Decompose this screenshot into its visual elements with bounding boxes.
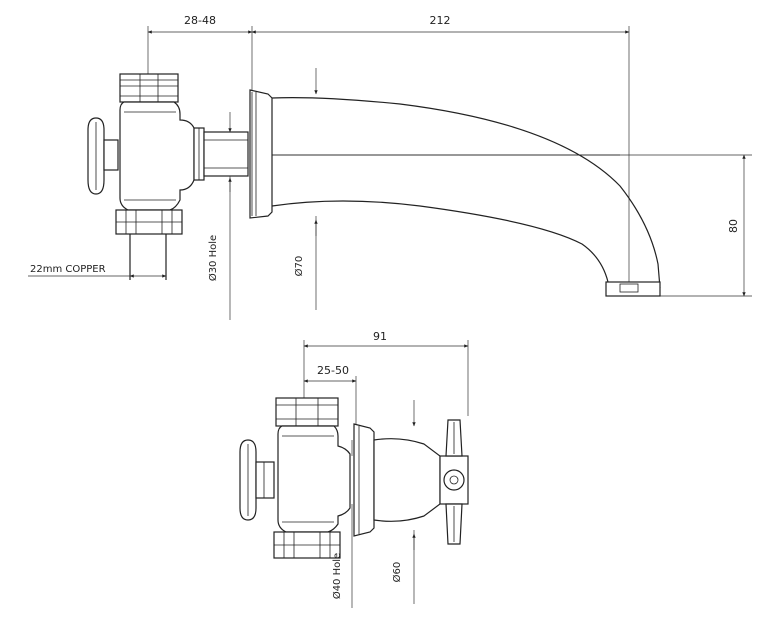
valve-assembly: 91 25-50 bbox=[239, 330, 469, 608]
spout-stem bbox=[203, 131, 249, 177]
spout-bottom-nut bbox=[115, 209, 183, 235]
callout-spout-flange: Ø70 bbox=[293, 68, 318, 310]
dim-valve-overall-text: 91 bbox=[373, 330, 387, 343]
dim-spout-wall-range: 28-48 bbox=[147, 14, 253, 92]
spout-handle bbox=[87, 117, 119, 195]
spout-arm bbox=[271, 97, 661, 297]
dim-valve-wall-range: 25-50 bbox=[303, 364, 357, 424]
label-valve-flange: Ø60 bbox=[391, 562, 403, 583]
spout-valve-body bbox=[119, 101, 205, 211]
dim-spout-projection-text: 212 bbox=[430, 14, 451, 27]
label-valve-hole: Ø40 Hole bbox=[331, 553, 343, 599]
spout-top-nut bbox=[119, 73, 179, 103]
label-copper-pipe: 22mm COPPER bbox=[30, 264, 106, 275]
valve-bottom-nut bbox=[273, 531, 341, 559]
spout-copper-pipe: 22mm COPPER bbox=[28, 234, 167, 280]
spout-assembly: 28-48 212 80 bbox=[28, 14, 752, 320]
dim-spout-height-text: 80 bbox=[727, 219, 740, 233]
valve-handle-right bbox=[373, 419, 469, 545]
label-spout-flange: Ø70 bbox=[293, 256, 305, 277]
valve-handle-left bbox=[239, 439, 275, 521]
callout-valve-hole: Ø40 Hole bbox=[331, 440, 353, 608]
dim-spout-height: 80 bbox=[270, 154, 752, 297]
valve-body bbox=[277, 425, 351, 533]
callout-valve-flange: Ø60 bbox=[391, 400, 416, 604]
valve-wall-flange bbox=[353, 423, 375, 537]
dim-valve-wall-range-text: 25-50 bbox=[317, 364, 349, 377]
dim-valve-overall: 91 bbox=[303, 330, 469, 416]
dim-spout-projection: 212 bbox=[251, 14, 630, 285]
callout-spout-hole: Ø30 Hole bbox=[207, 112, 232, 320]
valve-top-nut bbox=[275, 397, 339, 427]
label-spout-hole: Ø30 Hole bbox=[207, 235, 219, 281]
dim-spout-wall-range-text: 28-48 bbox=[184, 14, 216, 27]
spout-wall-flange bbox=[249, 89, 273, 219]
